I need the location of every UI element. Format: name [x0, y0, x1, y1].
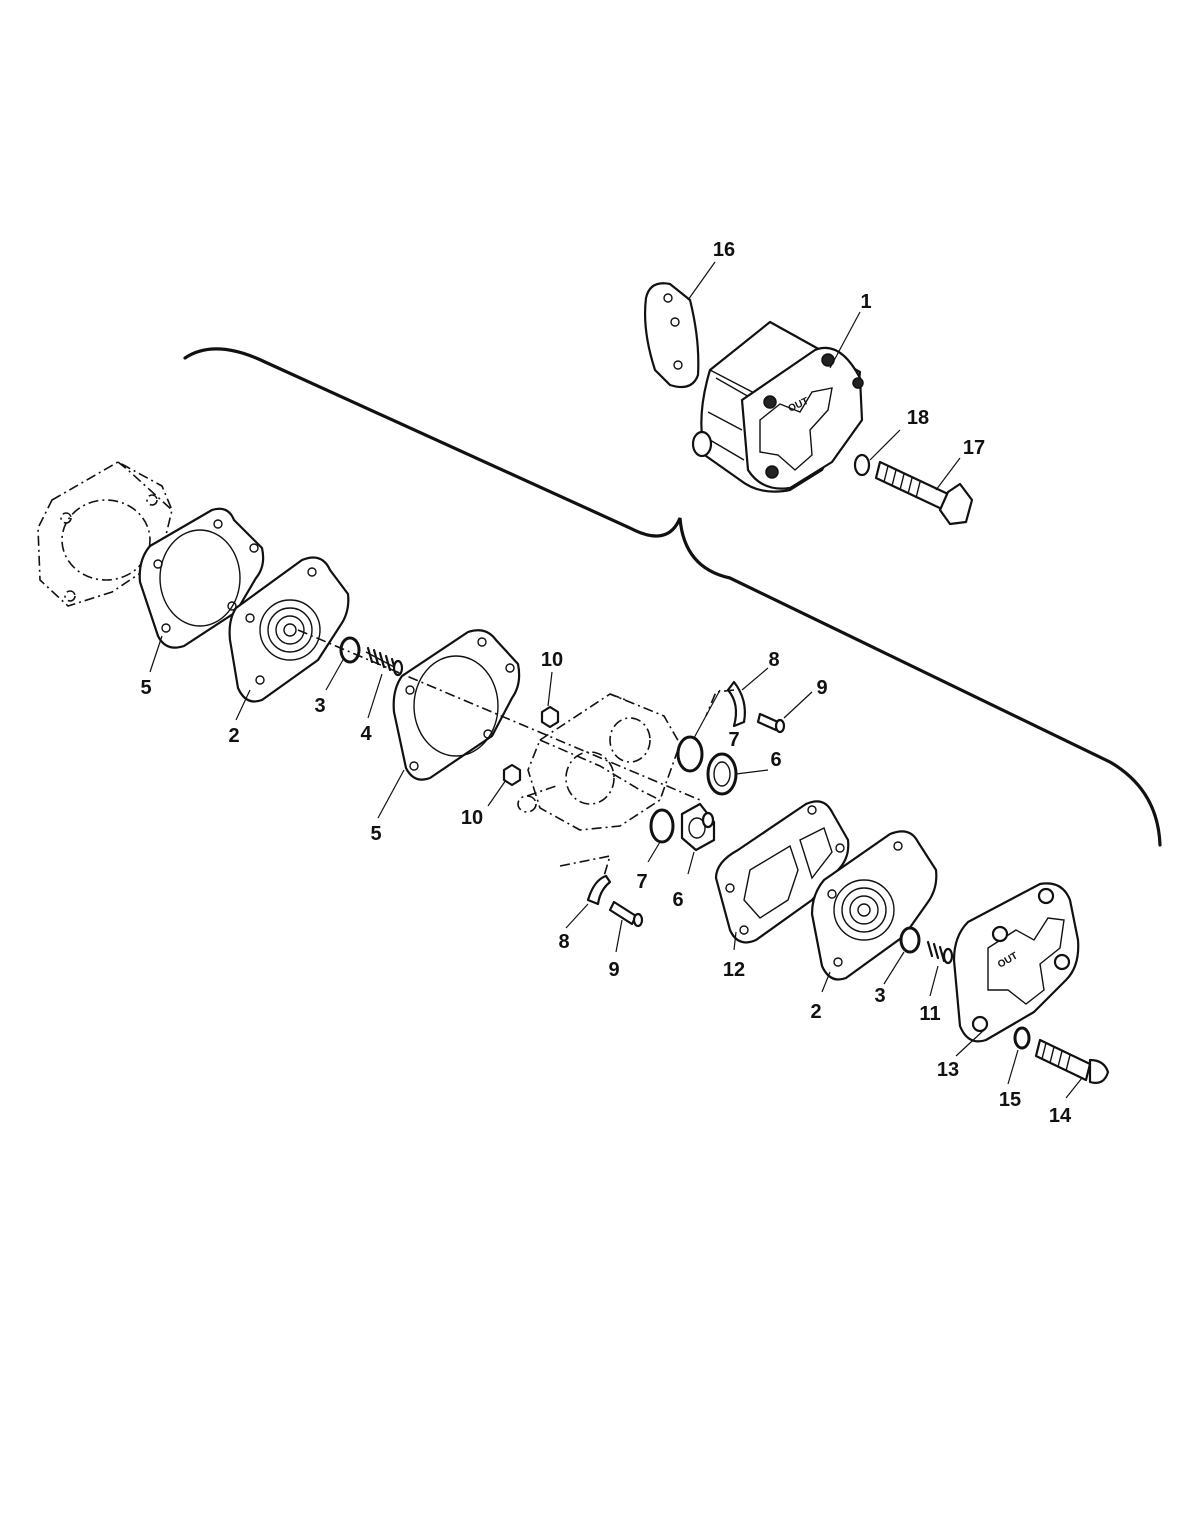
diaphragm-2-left	[228, 556, 350, 703]
callout-6-top: 6	[770, 749, 781, 771]
callout-12: 12	[723, 959, 745, 981]
callout-9-bottom: 9	[608, 959, 619, 981]
callout-15: 15	[999, 1089, 1021, 1111]
callout-5-left: 5	[140, 677, 151, 699]
seal-7-top	[676, 735, 704, 773]
cover-13: OUT	[952, 882, 1080, 1043]
assembly-axis	[297, 629, 701, 801]
callout-8-top: 8	[768, 649, 779, 671]
mounting-gasket	[643, 282, 700, 389]
callout-2-left: 2	[228, 725, 239, 747]
callout-3-right: 3	[874, 985, 885, 1007]
spring-4	[365, 646, 404, 677]
valve-6-top	[706, 752, 738, 796]
callout-4: 4	[360, 723, 372, 745]
callout-3-left: 3	[314, 695, 325, 717]
pump-assembly: OUT	[643, 282, 974, 526]
callout-10-top: 10	[541, 649, 563, 671]
callout-14: 14	[1049, 1105, 1072, 1127]
screw-9-top	[756, 712, 786, 734]
callout-17: 17	[963, 437, 985, 459]
nut-10-bottom	[502, 763, 522, 787]
assembly-brace	[183, 347, 1162, 847]
valve-6-bottom	[680, 802, 716, 852]
callout-13: 13	[937, 1059, 959, 1081]
callout-5-middle: 5	[370, 823, 381, 845]
washer-3-left	[339, 636, 361, 664]
callout-11: 11	[919, 1003, 940, 1025]
leader-lines	[149, 261, 1083, 1099]
retainer-8-top	[705, 680, 746, 728]
callout-9-top: 9	[816, 677, 827, 699]
callout-7-top: 7	[728, 729, 739, 751]
callout-16: 16	[713, 239, 735, 261]
callout-8-bottom: 8	[558, 931, 569, 953]
callout-6-bottom: 6	[672, 889, 683, 911]
seal-7-bottom	[649, 808, 675, 844]
washer-18	[853, 453, 871, 477]
callout-1: 1	[860, 291, 871, 313]
retainer-8-bottom	[559, 854, 612, 906]
nut-10-top	[540, 705, 560, 729]
callout-18: 18	[907, 407, 929, 429]
washer-15	[1013, 1026, 1031, 1050]
callout-2-right: 2	[810, 1001, 821, 1023]
spring-11	[926, 940, 954, 965]
screw-9-bottom	[608, 900, 644, 928]
diaphragm-2-right	[810, 830, 938, 981]
callouts: 16 1 18 17 5 2 3 4 5 10 10 8 9 7 6 7 6 8…	[140, 239, 1072, 1127]
phantom-pump-body	[517, 693, 681, 831]
washer-3-right	[899, 926, 921, 954]
callout-10-bottom: 10	[461, 807, 483, 829]
bolt-14	[1034, 1038, 1110, 1084]
gasket-5-middle	[392, 629, 521, 781]
callout-7-bottom: 7	[636, 871, 647, 893]
